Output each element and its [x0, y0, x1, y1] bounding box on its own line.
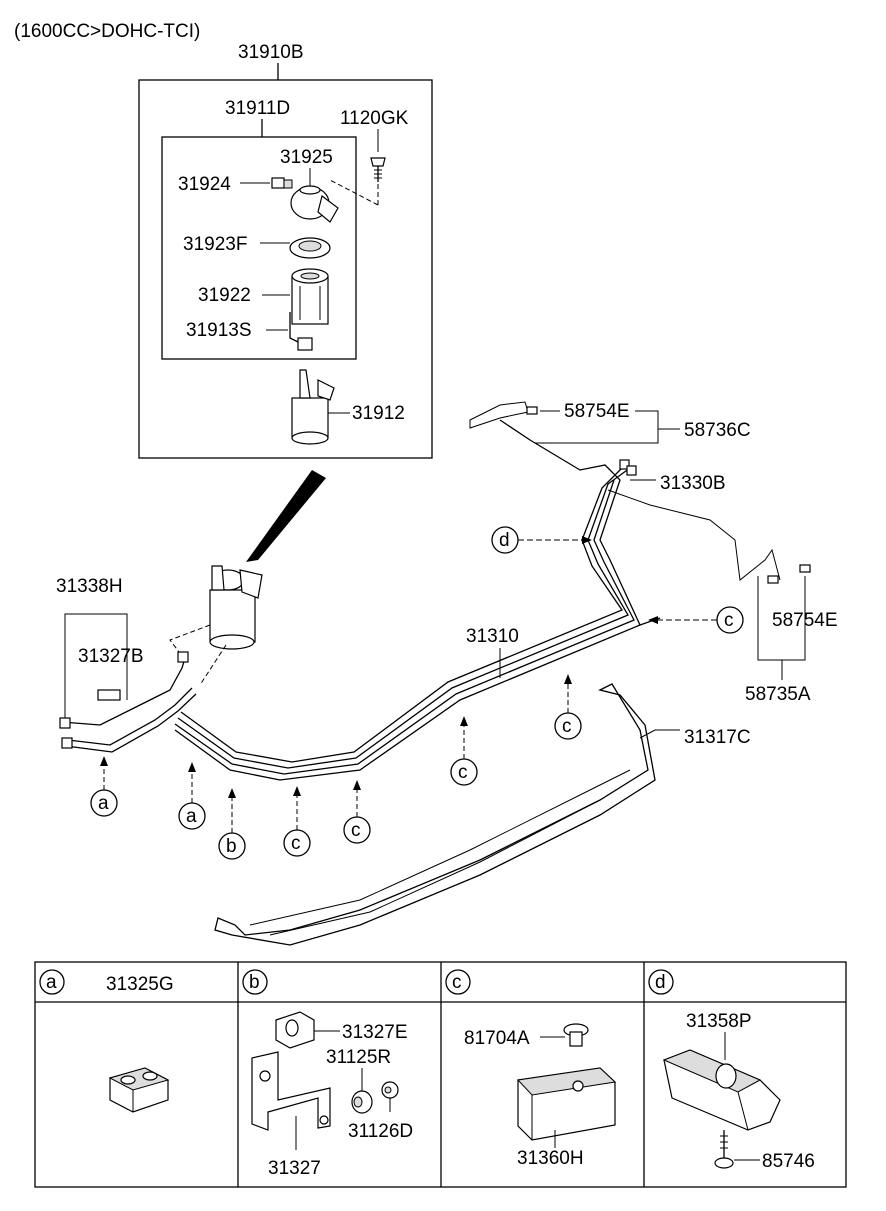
clip-table: a 31325G b c d: [34, 961, 847, 1188]
label-31925: 31925: [280, 147, 333, 168]
clip-81704A: [563, 1023, 589, 1047]
label-1120GK: 1120GK: [340, 108, 409, 129]
protector-31317C: [214, 683, 656, 946]
svg-text:c: c: [351, 820, 361, 841]
label-31922: 31922: [198, 285, 251, 306]
label-31358P: 31358P: [686, 1011, 752, 1032]
label-31310: 31310: [466, 626, 519, 647]
table-header-b-letter: b: [249, 972, 260, 993]
zoom-pointer: [246, 470, 326, 562]
clip-31360H: [516, 1067, 617, 1141]
label-31317C: 31317C: [684, 727, 751, 748]
seal-ring-31923F: [289, 237, 331, 259]
callout-c-5: c: [554, 674, 582, 740]
label-31330B: 31330B: [660, 473, 726, 494]
clip-31325G: [108, 1067, 170, 1113]
callout-d: d: [491, 526, 592, 554]
label-31924: 31924: [178, 174, 231, 195]
filter-housing-31912: [291, 369, 335, 445]
label-85746: 85746: [762, 1151, 815, 1172]
svg-text:b: b: [226, 836, 237, 857]
assembly-box-31911D: [161, 136, 357, 360]
svg-text:c: c: [562, 716, 572, 737]
svg-text:a: a: [98, 793, 109, 814]
label-58735A: 58735A: [745, 684, 811, 705]
plug-31924: [271, 177, 293, 189]
callout-a-1: a: [90, 756, 118, 817]
fuel-line-31310: [174, 401, 811, 781]
label-31360H: 31360H: [517, 1148, 584, 1169]
svg-text:a: a: [186, 806, 197, 827]
clip-31358P: [662, 1049, 781, 1131]
label-31126D: 31126D: [348, 1121, 413, 1142]
filter-head-31925: [290, 185, 339, 223]
label-81704A: 81704A: [464, 1028, 530, 1049]
bushing-31126D: [381, 1081, 399, 1099]
label-31913S: 31913S: [186, 320, 252, 341]
filter-installed: [209, 565, 263, 650]
callout-c-2: c: [283, 786, 311, 857]
svg-text:c: c: [291, 833, 301, 854]
label-31911D: 31911D: [225, 98, 290, 119]
screw-85746: [714, 1130, 734, 1169]
label-31327B: 31327B: [78, 646, 144, 667]
label-58754E-top: 58754E: [564, 401, 630, 422]
label-58736C: 58736C: [684, 420, 751, 441]
engine-spec-label: (1600CC>DOHC-TCI): [14, 21, 200, 42]
callout-c-right: c: [648, 606, 744, 634]
table-header-d-letter: d: [655, 972, 666, 993]
svg-text:c: c: [724, 610, 734, 631]
svg-text:d: d: [499, 530, 510, 551]
bracket-31327: [251, 1051, 331, 1131]
callout-b: b: [218, 788, 246, 860]
label-31910B: 31910B: [238, 42, 304, 63]
table-header-a-letter: a: [46, 972, 57, 993]
clip-31327E: [275, 1011, 315, 1049]
label-31338H: 31338H: [56, 576, 123, 597]
label-31327: 31327: [268, 1158, 321, 1179]
label-31912: 31912: [352, 403, 405, 424]
sensor-31913S: [289, 312, 313, 351]
svg-text:c: c: [458, 762, 468, 783]
fuel-lines-left: [59, 651, 197, 753]
table-header-c-letter: c: [452, 972, 462, 993]
callout-c-4: c: [450, 716, 478, 786]
label-31923F: 31923F: [183, 234, 247, 255]
bolt-1120GK: [370, 157, 386, 182]
fuel-filter-31922: [291, 268, 329, 325]
assembly-box-31910B: [138, 79, 433, 459]
grommet-31125R: [351, 1090, 373, 1114]
label-31327E: 31327E: [342, 1022, 408, 1043]
table-header-a-part: 31325G: [106, 974, 174, 995]
label-31125R: 31125R: [326, 1047, 391, 1068]
callout-c-3: c: [343, 780, 371, 844]
callout-a-2: a: [178, 762, 206, 830]
